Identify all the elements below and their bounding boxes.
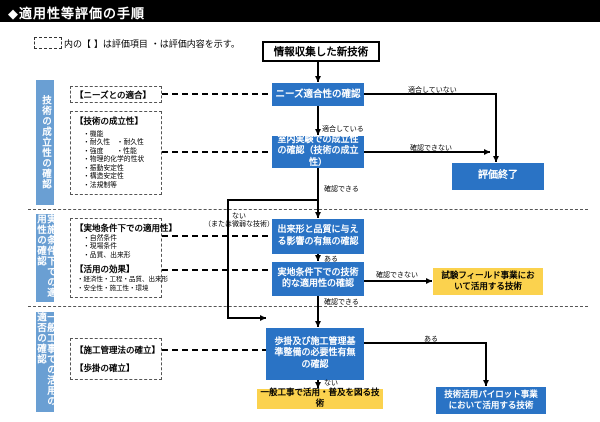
- flow-general-use: 一般工事で活用・普及を図る技術: [257, 388, 383, 409]
- eval-box-needs: 【ニーズとの適合】: [70, 86, 162, 103]
- eval-item: ・機能: [83, 130, 104, 138]
- eval-box-management: 【施工管理法の確立】 【歩掛の確立】: [70, 338, 162, 380]
- legend-dashed-box-icon: [34, 37, 62, 49]
- flow-field-check: 実地条件下での技術的な適用性の確認: [272, 262, 364, 296]
- eval-item: ・自然条件: [83, 234, 117, 242]
- eval-item: ・構造安定性: [83, 172, 124, 181]
- eval-box-applicability: 【実地条件下での適用性】 ・自然条件 ・現場条件 ・品質、出来形 【活用の効果】…: [70, 218, 178, 298]
- eval-heading-needs: 【ニーズとの適合】: [75, 91, 151, 101]
- flow-pilot: 技術活用パイロット事業において活用する技術: [436, 387, 546, 414]
- arrow: [364, 342, 489, 386]
- flow-lab-check: 室内実験での成立性の確認（技術の成立性）: [272, 135, 364, 168]
- edge-label: 適合している: [322, 125, 364, 133]
- eval-box-feasibility: 【技術の成立性】 ・機能 ・耐久性 ・耐久性 ・強度 ・性能 ・物理的化学的性状…: [70, 111, 162, 195]
- eval-item: ・強度: [83, 146, 104, 155]
- eval-item: ・耐久性: [116, 138, 144, 147]
- flow-start: 情報収集した新技術: [262, 41, 380, 62]
- flow-trial-field: 試験フィールド事業において活用する技術: [433, 268, 543, 295]
- edge-label: 確認できない: [376, 271, 418, 279]
- eval-heading-effect: 【活用の効果】: [75, 265, 135, 276]
- eval-item: ・現場条件: [83, 242, 117, 251]
- eval-item: ・経済性・工程・品質、出来形: [77, 275, 168, 284]
- section-label-general-use: 一般工事での活用の適否の確認: [35, 312, 56, 412]
- edge-label: ない: [324, 379, 338, 387]
- flow-std-check: 歩掛及び施工管理基準整備の必要性有無の確認: [266, 328, 364, 380]
- flow-impact-check: 出来形と品質に与える影響の有無の確認: [272, 219, 364, 254]
- eval-item: ・品質、出来形: [83, 250, 131, 259]
- section-separator: [28, 306, 588, 307]
- arrow: [227, 199, 318, 321]
- edge-label: 適合していない: [408, 86, 457, 94]
- section-label-feasibility: 技術の成立性の確認: [36, 80, 54, 205]
- legend-text: 内の【 】は評価項目 ・は評価内容を示す。: [64, 40, 240, 50]
- edge-label: 確認できる: [324, 185, 359, 193]
- edge-label: ある: [324, 255, 338, 263]
- edge-label: ない （または微弱な技術）: [204, 212, 274, 229]
- eval-heading-management: 【施工管理法の確立】: [75, 346, 161, 356]
- eval-heading-applicability: 【実地条件下での適用性】: [75, 224, 178, 234]
- flow-needs-check: ニーズ適合性の確認: [272, 83, 364, 106]
- eval-heading-estimate: 【歩掛の確立】: [75, 364, 135, 374]
- eval-item: ・安全性・施工性・環境: [77, 283, 149, 292]
- page-title: ◆適用性等評価の手順: [8, 7, 145, 22]
- arrow: [364, 93, 499, 162]
- section-separator: [28, 209, 588, 210]
- title-bar: [0, 0, 600, 22]
- eval-item: ・法規制等: [83, 180, 117, 189]
- section-label-applicability: 実施条件下での適用性の確認: [35, 214, 56, 302]
- eval-item: ・振動安定性: [83, 163, 124, 172]
- flow-end: 評価終了: [452, 163, 544, 190]
- eval-item: ・耐久性: [83, 138, 111, 147]
- edge-label: ある: [424, 335, 438, 343]
- eval-item: ・性能: [116, 146, 137, 155]
- eval-heading-feasibility: 【技術の成立性】: [75, 117, 144, 127]
- edge-label: 確認できない: [410, 144, 452, 152]
- eval-item: ・物理的化学的性状: [83, 155, 145, 164]
- edge-label: 確認できる: [324, 298, 359, 306]
